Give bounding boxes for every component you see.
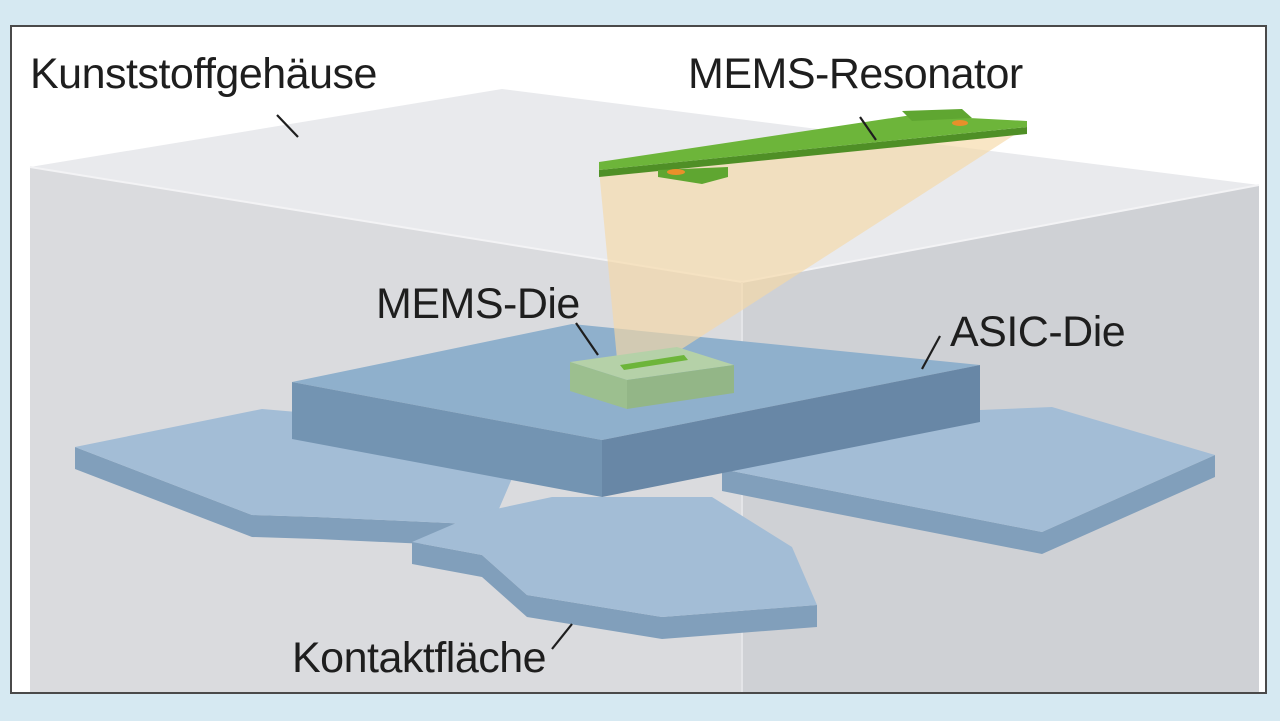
leader-housing [276,114,299,138]
resonator-pad-right [952,120,968,126]
leader-mems-die [575,322,599,356]
contact-pad-right-side [722,455,1215,554]
label-mems-die: MEMS-Die [376,280,580,328]
label-kontaktflaeche: Kontaktfläche [292,634,547,682]
asic-die-front-left [292,382,602,497]
contact-pad-left-side [75,447,492,547]
resonator-tab-right [902,109,972,121]
package-diagram [29,89,1260,692]
asic-die-front-right [602,365,980,497]
leader-asic-die [921,335,941,370]
projection-cone [599,130,1022,359]
mems-die [570,347,734,409]
label-asic-die: ASIC-Die [950,308,1126,356]
contact-pad-bottom-side [412,542,817,639]
resonator-side [599,127,1027,177]
mems-die-front-left [570,362,627,409]
resonator-top [599,115,1027,170]
label-housing: Kunststoffgehäuse [30,50,377,98]
mems-resonator [599,109,1027,184]
label-mems-resonator: MEMS-Resonator [688,50,1023,98]
leader-lines [276,114,941,650]
leader-contact [551,623,573,650]
leader-resonator [859,116,877,141]
mems-die-front-right [627,365,734,409]
resonator-pad-left [667,169,685,175]
mems-die-resonator-mini [620,355,688,370]
diagram-frame: Kunststoffgehäuse MEMS-Resonator MEMS-Di… [10,25,1267,694]
contact-pad-bottom-top [412,497,817,617]
